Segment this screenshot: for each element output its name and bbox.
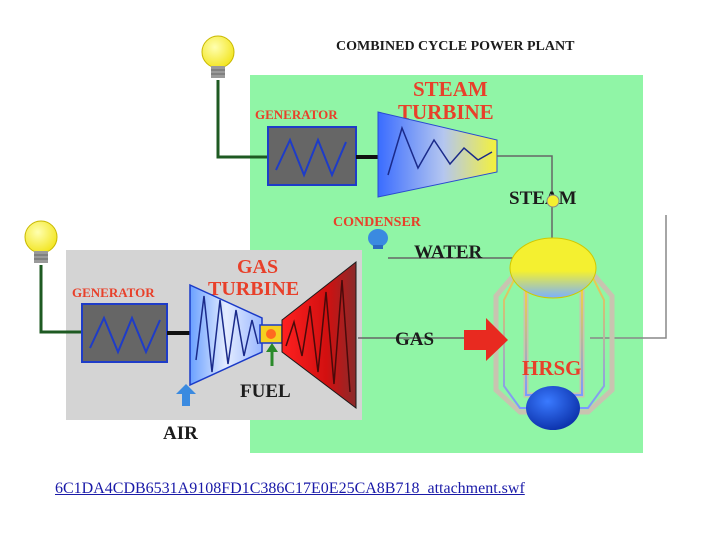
generator-bottom <box>81 303 168 363</box>
water-label: WATER <box>414 242 483 263</box>
arrow-up-icon <box>266 343 278 366</box>
steam-turbine <box>377 111 498 198</box>
arrow-right-icon <box>464 318 508 361</box>
top-generator-wire <box>216 80 268 159</box>
steam-turbine-label-line1: STEAM <box>413 77 488 101</box>
steam-valve <box>546 194 560 208</box>
gas-compressor <box>189 283 263 387</box>
bottom-generator-wire <box>39 265 85 334</box>
arrow-up-icon <box>176 384 196 406</box>
light-bulb-icon <box>201 35 235 78</box>
condenser-label: CONDENSER <box>333 215 422 230</box>
gas-turbine-label-line1: GAS <box>237 256 278 278</box>
steam-pipe <box>497 155 553 240</box>
fuel-label: FUEL <box>240 381 291 402</box>
light-bulb-icon <box>24 220 58 263</box>
gas-label: GAS <box>395 329 434 350</box>
attachment-link[interactable]: 6C1DA4CDB6531A9108FD1C386C17E0E25CA8B718… <box>55 480 525 497</box>
generator-bottom-label: GENERATOR <box>72 285 155 300</box>
hrsg-unit <box>493 237 615 430</box>
air-label: AIR <box>163 423 198 444</box>
return-pipe <box>590 215 667 339</box>
diagram-title: COMBINED CYCLE POWER PLANT <box>336 39 575 54</box>
combustor <box>259 324 283 344</box>
generator-top <box>267 126 357 186</box>
gas-turbine-label-line2: TURBINE <box>208 278 299 300</box>
hrsg-label: HRSG <box>522 356 582 380</box>
condenser <box>368 229 388 249</box>
steam-label: STEAM <box>509 188 577 209</box>
gas-turbine-expander <box>281 260 357 410</box>
generator-top-label: GENERATOR <box>255 107 338 122</box>
